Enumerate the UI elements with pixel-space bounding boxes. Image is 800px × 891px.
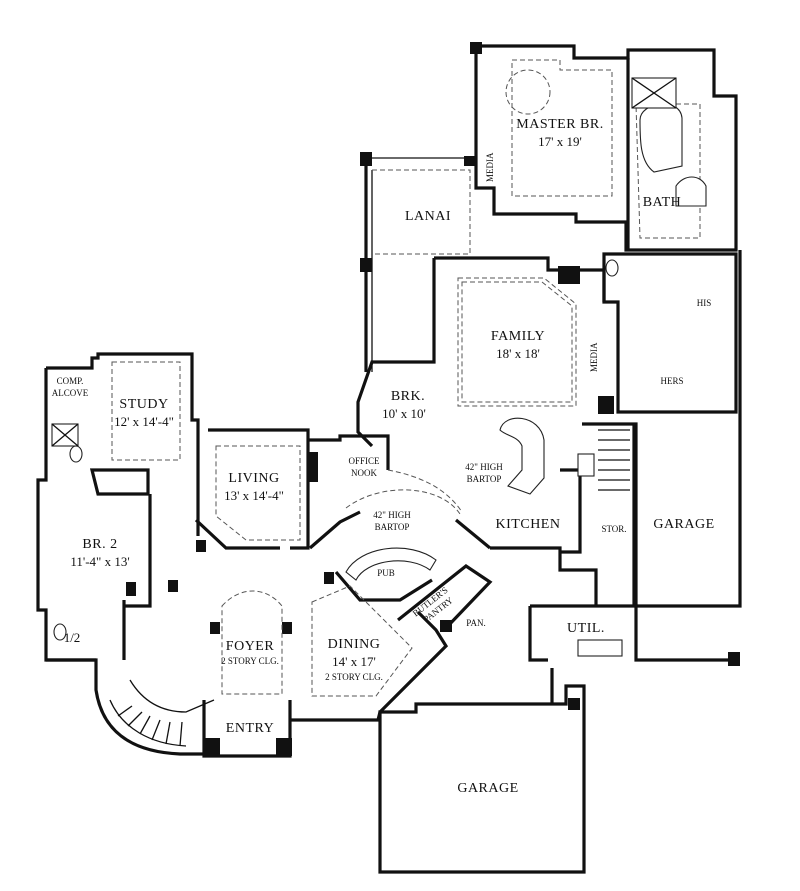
comp-alcove-line2: ALCOVE	[52, 388, 89, 398]
hers-label: HERS	[660, 376, 683, 386]
media-family-label: MEDIA	[589, 342, 599, 372]
pub-label: PUB	[377, 568, 395, 578]
family-name: FAMILY	[491, 329, 545, 344]
comp-alcove-line1: COMP.	[57, 376, 84, 386]
master-br-dims: 17' x 19'	[538, 134, 582, 149]
ceiling-outlines	[111, 59, 701, 697]
stor-label: STOR.	[601, 524, 626, 534]
his-label: HIS	[697, 298, 712, 308]
br2-dims: 11'-4" x 13'	[70, 554, 129, 569]
room-labels: MASTER BR. 17' x 19' MEDIA BATH LANAI FA…	[52, 117, 714, 796]
util-label: UTIL.	[567, 621, 605, 636]
fixtures	[51, 77, 707, 747]
media-upper-label: MEDIA	[485, 152, 495, 182]
bath-label: BATH	[643, 195, 682, 210]
study-dims: 12' x 14'-4"	[114, 414, 174, 429]
master-br-name: MASTER BR.	[516, 117, 603, 132]
office-nook-line2: NOOK	[351, 468, 377, 478]
pub-bartop-line2: BARTOP	[375, 522, 410, 532]
kitchen-label: KITCHEN	[496, 517, 561, 532]
foyer-note: 2 STORY CLG.	[221, 656, 279, 666]
office-nook-line1: OFFICE	[348, 456, 380, 466]
garage-bottom-label: GARAGE	[457, 781, 518, 796]
exterior-walls	[36, 44, 742, 874]
dining-name: DINING	[328, 637, 381, 652]
family-dims: 18' x 18'	[496, 346, 540, 361]
half-bath-label: 1/2	[64, 630, 81, 645]
dining-dims: 14' x 17'	[332, 654, 376, 669]
kitchen-bartop-line2: BARTOP	[467, 474, 502, 484]
living-dims: 13' x 14'-4"	[224, 488, 284, 503]
study-name: STUDY	[119, 397, 168, 412]
garage-right-label: GARAGE	[653, 517, 714, 532]
foyer-name: FOYER	[226, 639, 275, 654]
br2-name: BR. 2	[82, 537, 117, 552]
living-name: LIVING	[228, 471, 279, 486]
entry-label: ENTRY	[226, 721, 274, 736]
column-posts	[126, 42, 740, 756]
pub-bartop-line1: 42" HIGH	[373, 510, 411, 520]
pan-label: PAN.	[466, 618, 485, 628]
brk-dims: 10' x 10'	[382, 406, 426, 421]
lanai-label: LANAI	[405, 209, 451, 224]
kitchen-bartop-line1: 42" HIGH	[465, 462, 503, 472]
dining-note: 2 STORY CLG.	[325, 672, 383, 682]
brk-name: BRK.	[391, 389, 425, 404]
